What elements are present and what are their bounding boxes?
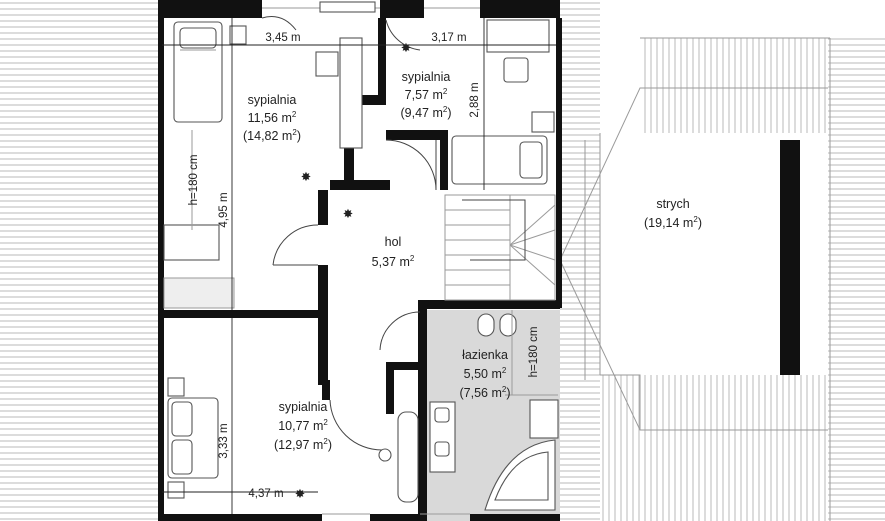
- svg-text:sypialnia: sypialnia: [279, 400, 328, 414]
- room-label-bathroom: łazienka 5,50 m2 (7,56 m2): [459, 348, 510, 400]
- bedroom-2-furniture: [451, 19, 555, 185]
- light-icon: ✸: [301, 170, 312, 184]
- dim-345: 3,45 m: [265, 32, 300, 44]
- room-label-attic: strych (19,14 m2): [644, 197, 702, 230]
- svg-text:(12,97 m2): (12,97 m2): [274, 437, 332, 452]
- svg-text:(9,47 m2): (9,47 m2): [400, 105, 451, 120]
- dim-288: 2,88 m: [469, 82, 481, 117]
- bedroom-1-furniture: [163, 21, 363, 309]
- bathroom-fixtures: [429, 313, 559, 511]
- light-icon: ✸: [401, 41, 412, 55]
- svg-text:łazienka: łazienka: [462, 348, 508, 362]
- svg-text:sypialnia: sypialnia: [402, 70, 451, 84]
- attic-chimney-wall: [780, 140, 800, 375]
- dimension-labels: 3,45 m 3,17 m 2,88 m 4,95 m 3,33 m 4,37 …: [188, 32, 540, 500]
- svg-text:7,57 m2: 7,57 m2: [405, 87, 448, 102]
- dim-317: 3,17 m: [431, 32, 466, 44]
- svg-text:11,56 m2: 11,56 m2: [248, 110, 297, 125]
- attic-area: [559, 87, 828, 431]
- room-label-bedroom-2: sypialnia 7,57 m2 (9,47 m2): [400, 70, 451, 120]
- doors: [261, 16, 437, 451]
- light-icon: ✸: [343, 207, 354, 221]
- hall-furniture: [378, 411, 419, 503]
- svg-text:hol: hol: [385, 235, 402, 249]
- walls: [158, 0, 562, 521]
- bidet: [499, 313, 517, 337]
- svg-text:5,37 m2: 5,37 m2: [372, 254, 415, 269]
- svg-text:(14,82 m2): (14,82 m2): [243, 128, 301, 143]
- dim-495: 4,95 m: [218, 192, 230, 227]
- svg-text:sypialnia: sypialnia: [248, 93, 297, 107]
- wardrobe-1: [339, 37, 363, 149]
- dim-333: 3,33 m: [218, 423, 230, 458]
- ceiling-height-left: h=180 cm: [188, 155, 200, 206]
- svg-text:strych: strych: [656, 197, 689, 211]
- staircase: [444, 194, 556, 301]
- svg-text:(19,14 m2): (19,14 m2): [644, 215, 702, 230]
- chair-1: [315, 51, 339, 77]
- dimension-lines: [162, 18, 556, 514]
- ceiling-lights: ✸ ✸ ✸ ✸: [295, 41, 412, 501]
- chair-2: [503, 57, 529, 83]
- windows: [262, 1, 480, 515]
- svg-text:10,77 m2: 10,77 m2: [278, 418, 328, 433]
- dim-437: 4,37 m: [248, 488, 283, 500]
- ceiling-height-bath: h=180 cm: [528, 327, 540, 378]
- room-label-hall: hol 5,37 m2: [372, 235, 415, 269]
- svg-text:5,50 m2: 5,50 m2: [464, 366, 507, 381]
- room-label-bedroom-3: sypialnia 10,77 m2 (12,97 m2): [274, 400, 332, 452]
- bedroom-3-furniture: [167, 377, 219, 499]
- desk-2: [486, 19, 550, 53]
- svg-text:(7,56 m2): (7,56 m2): [459, 385, 510, 400]
- toilet: [477, 313, 495, 337]
- room-label-bedroom-1: sypialnia 11,56 m2 (14,82 m2): [243, 93, 301, 143]
- light-icon: ✸: [295, 487, 306, 501]
- desk-1: [163, 224, 220, 261]
